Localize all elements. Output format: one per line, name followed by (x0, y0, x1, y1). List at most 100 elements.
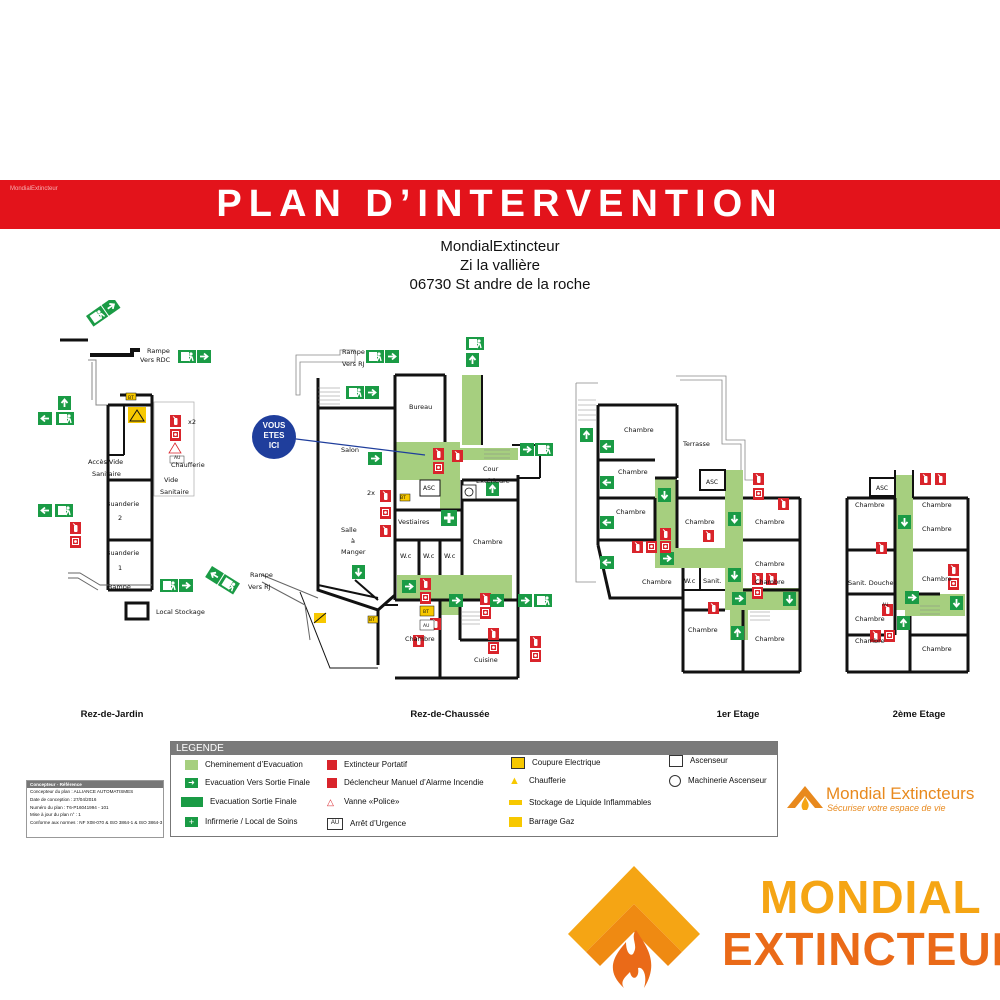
svg-text:Chambre: Chambre (855, 615, 885, 623)
floor-caption-deuxieme-etage: 2ème Etage (893, 709, 946, 720)
svg-text:à: à (351, 537, 355, 545)
boiler-warning-icon: ▲ (509, 774, 520, 787)
legend-item: ➜Evacuation Vers Sortie Finale (185, 776, 310, 790)
boiler-warning-icon (128, 407, 146, 423)
flammable-storage-icon (509, 800, 522, 806)
svg-text:Chambre: Chambre (688, 626, 718, 634)
svg-text:Chambre: Chambre (685, 518, 715, 526)
svg-text:Vide: Vide (164, 476, 178, 484)
svg-text:Sanitaire: Sanitaire (92, 470, 121, 478)
svg-text:Chambre: Chambre (616, 508, 646, 516)
reference-row: Mise à jour du plan n° : 1 (30, 812, 81, 818)
svg-text:AU: AU (174, 455, 180, 461)
svg-text:Chambre: Chambre (922, 645, 952, 653)
svg-text:W.c: W.c (444, 552, 456, 560)
svg-text:2: 2 (118, 514, 122, 522)
svg-text:Buanderie: Buanderie (106, 500, 139, 508)
svg-text:Vers RJ: Vers RJ (248, 583, 271, 591)
legend-item: +Infirmerie / Local de Soins (185, 815, 298, 829)
svg-text:Cuisine: Cuisine (474, 656, 498, 664)
green-path-swatch-icon (185, 759, 198, 770)
police-valve-icon: △ (327, 796, 334, 807)
svg-text:Buanderie: Buanderie (106, 549, 139, 557)
floor-plans: Rampe Vers RDC Accès Vide Sanitaire Chau… (37, 300, 970, 720)
svg-text:BT: BT (400, 495, 406, 501)
legend-item: Barrage Gaz (509, 815, 574, 829)
svg-text:Chambre: Chambre (855, 637, 885, 645)
svg-text:Sanitaire: Sanitaire (160, 488, 189, 496)
brand-tagline: Sécuriser votre espace de vie (827, 803, 946, 813)
svg-text:Manger: Manger (341, 548, 366, 556)
electric-cut-icon (125, 392, 137, 401)
plan-title: PLAN D’INTERVENTION (216, 183, 784, 225)
plan-reference-box: Concepteur - Référence Concepteur du pla… (26, 780, 164, 838)
reference-row: Date de conception : 27/04/2016 (30, 796, 97, 802)
legend-item: Machinerie Ascenseur (669, 774, 767, 788)
brand-word-mondial: MONDIAL (760, 871, 982, 923)
svg-text:Rampe: Rampe (147, 347, 170, 355)
gas-barrier-icon (313, 612, 327, 624)
company-name: MondialExtincteur (440, 238, 560, 255)
svg-text:ASC: ASC (706, 479, 718, 486)
legend-title: LEGENDE (171, 742, 777, 755)
electric-cut-icon (399, 493, 411, 502)
green-arrow-icon: ➜ (185, 777, 198, 788)
deuxieme-etage-plan (845, 470, 970, 674)
svg-text:Salon: Salon (341, 446, 359, 454)
company-city: 06730 St andre de la roche (409, 276, 591, 293)
legend-item: Evacuation Sortie Finale (181, 795, 297, 809)
svg-text:Sanit.: Sanit. (703, 577, 722, 585)
svg-text:Chambre: Chambre (855, 501, 885, 509)
reference-heading: Concepteur - Référence (27, 781, 163, 788)
legend-item: Coupure Electrique (511, 756, 600, 770)
mondial-small-logo-icon (787, 786, 823, 810)
svg-text:Chambre: Chambre (473, 538, 503, 546)
you-are-here-line3: ICI (269, 441, 279, 450)
reference-row: Conforme aux normes : NF X08-070 & ISO 3… (30, 820, 163, 826)
reference-row: Numéro du plan : T6-P16041994 - 101 (30, 804, 109, 810)
you-are-here-marker (252, 415, 296, 459)
svg-text:Chambre: Chambre (405, 635, 435, 643)
legend: LEGENDE Cheminement d’Evacuation ➜Evacua… (170, 741, 778, 837)
svg-text:AU: AU (423, 623, 429, 629)
svg-text:Chambre: Chambre (642, 578, 672, 586)
svg-text:Chambre: Chambre (922, 501, 952, 509)
legend-item: Ascenseur (669, 754, 728, 768)
floor-caption-premier-etage: 1er Etage (717, 709, 760, 720)
svg-text:Local Stockage: Local Stockage (156, 608, 205, 616)
legend-item: Stockage de Liquide Inflammables (509, 796, 651, 810)
legend-item: Déclencheur Manuel d’Alarme Incendie (327, 776, 484, 790)
svg-text:ASC: ASC (876, 485, 888, 492)
svg-text:Rampe: Rampe (108, 583, 131, 591)
svg-text:2x: 2x (367, 489, 375, 497)
svg-text:1: 1 (118, 564, 122, 572)
svg-text:Chambre: Chambre (922, 525, 952, 533)
gas-barrier-icon (509, 816, 522, 827)
legend-item: Cheminement d’Evacuation (185, 758, 303, 772)
legend-item: △Vanne «Police» (327, 796, 400, 807)
premier-etage-plan (575, 375, 802, 674)
elevator-icon (669, 754, 683, 767)
svg-text:W.c: W.c (423, 552, 435, 560)
svg-text:Bureau: Bureau (409, 403, 432, 411)
first-aid-cross-icon (441, 510, 457, 526)
svg-text:Vers RJ: Vers RJ (342, 360, 365, 368)
electric-cut-icon (367, 615, 379, 624)
you-are-here-line1: VOUS (263, 421, 286, 430)
svg-text:x2: x2 (188, 418, 196, 426)
svg-text:Chambre: Chambre (755, 560, 785, 568)
svg-text:Salle: Salle (341, 526, 357, 534)
brand-name-small: Mondial Extincteurs (826, 784, 975, 803)
svg-text:Rampe: Rampe (250, 571, 273, 579)
svg-text:W.c: W.c (400, 552, 412, 560)
emergency-stop-icon: AU (327, 817, 343, 830)
svg-text:BT: BT (128, 395, 134, 401)
svg-text:Chambre: Chambre (618, 468, 648, 476)
legend-item: Extincteur Portatif (327, 758, 407, 772)
brand-word-extincteur: EXTINCTEUR (722, 923, 1000, 975)
electric-cut-icon (511, 756, 525, 769)
svg-text:Terrasse: Terrasse (682, 440, 710, 448)
banner-brand-text: MondialExtincteur (10, 186, 58, 192)
svg-text:BT: BT (423, 609, 429, 615)
